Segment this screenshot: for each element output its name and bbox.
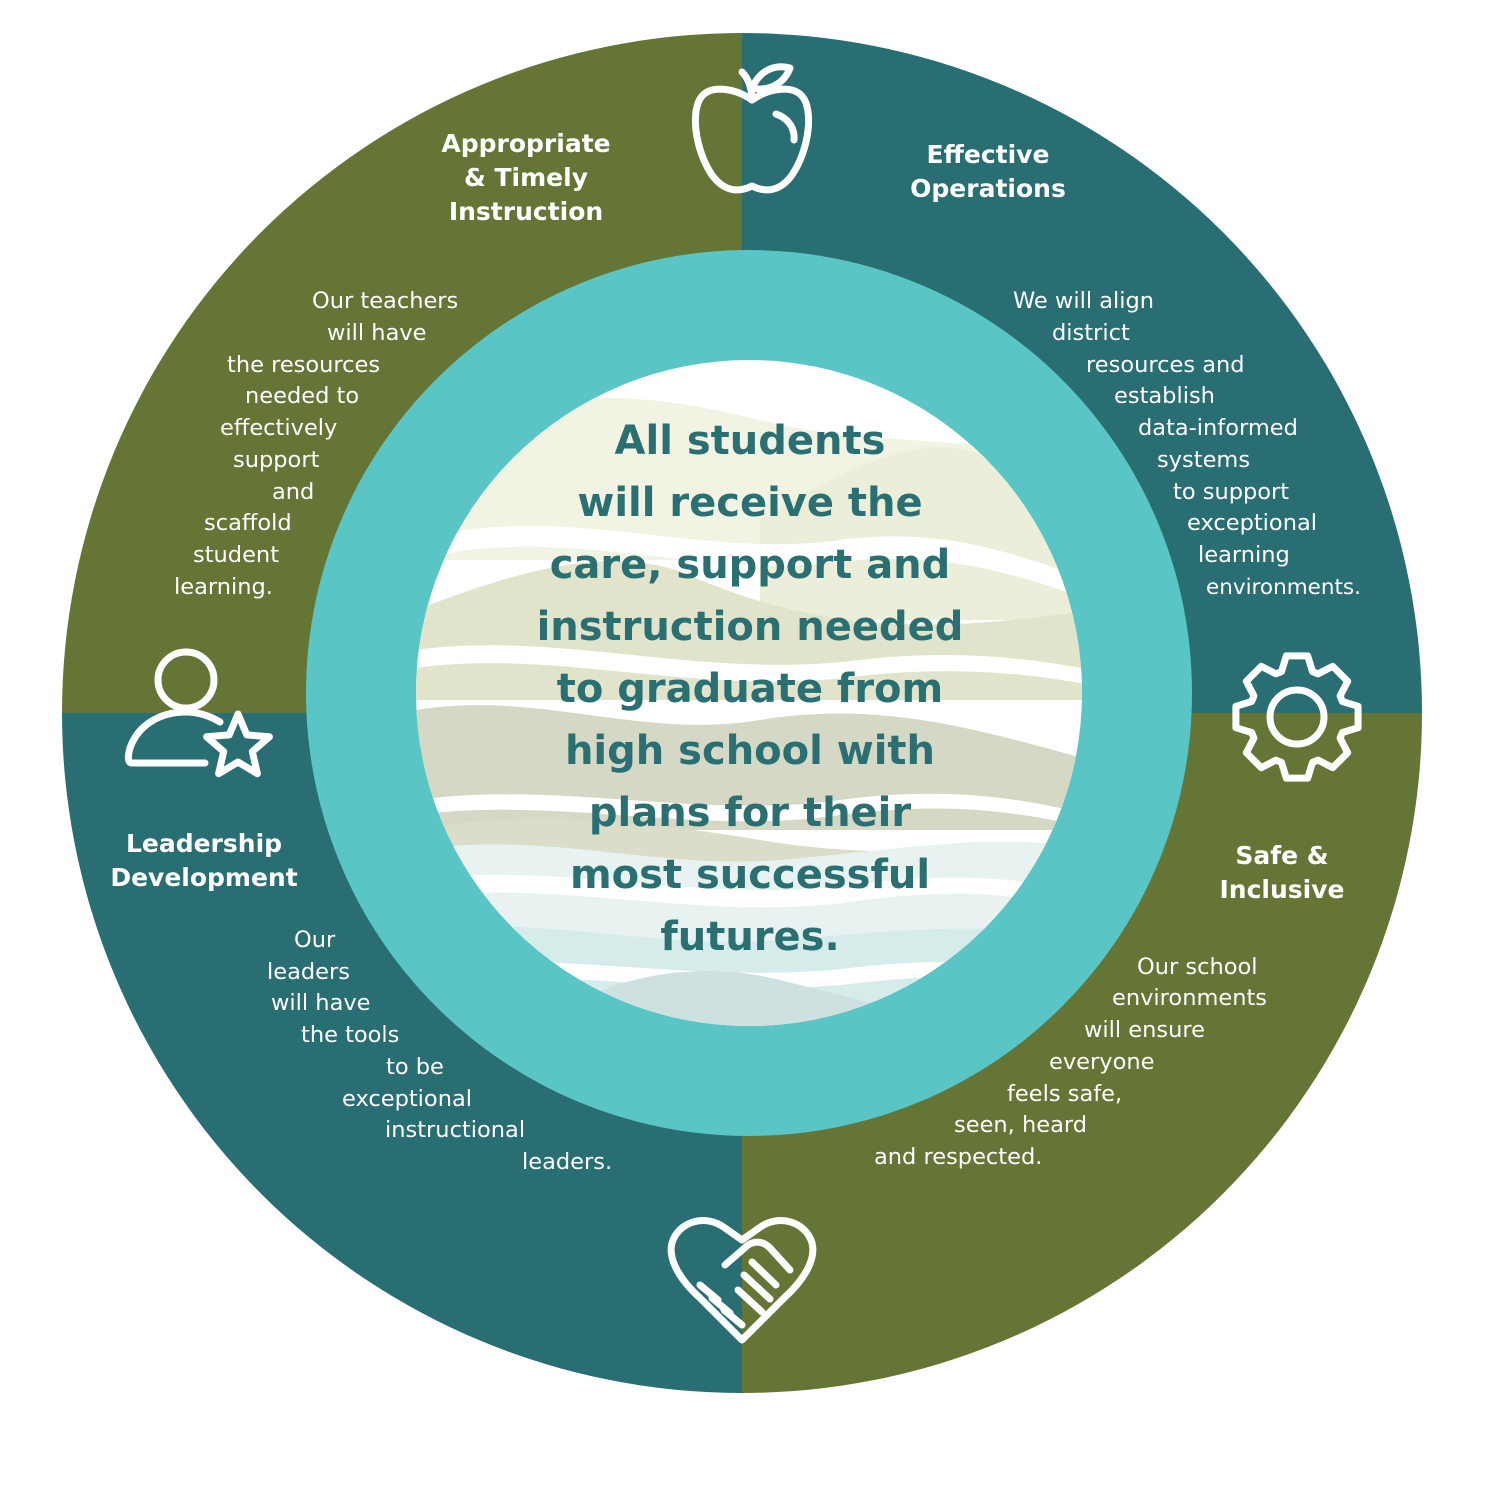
center-line: most successful bbox=[569, 852, 931, 898]
body-line: to be bbox=[386, 1054, 444, 1080]
title-leadership-development: Leadership Development bbox=[74, 827, 334, 895]
title-line: Appropriate bbox=[441, 129, 611, 158]
body-line: student bbox=[193, 542, 280, 568]
body-line: environments bbox=[1112, 985, 1268, 1011]
body-line: establish bbox=[1114, 383, 1215, 409]
body-line: support bbox=[233, 447, 320, 473]
body-line: leaders. bbox=[522, 1149, 613, 1175]
center-line: plans for their bbox=[588, 790, 912, 836]
body-line: environments. bbox=[1206, 575, 1361, 600]
body-line: We will align bbox=[1013, 288, 1155, 314]
title-line: Inclusive bbox=[1219, 875, 1345, 904]
center-line: instruction needed bbox=[536, 604, 964, 650]
center-line: care, support and bbox=[549, 542, 951, 588]
body-line: learning. bbox=[174, 574, 273, 600]
center-line: All students bbox=[614, 418, 886, 464]
title-safe-inclusive: Safe & Inclusive bbox=[1172, 839, 1392, 907]
body-line: Our teachers bbox=[312, 288, 459, 314]
body-line: systems bbox=[1157, 447, 1251, 473]
body-line: Our bbox=[294, 927, 336, 953]
body-line: instructional bbox=[385, 1117, 526, 1143]
body-line: feels safe, bbox=[1007, 1081, 1123, 1107]
body-line: exceptional bbox=[342, 1086, 473, 1112]
body-line: will have bbox=[327, 320, 427, 346]
title-effective-operations: Effective Operations bbox=[858, 138, 1118, 206]
center-line: will receive the bbox=[577, 480, 923, 526]
body-line: learning bbox=[1198, 542, 1290, 568]
center-line: high school with bbox=[564, 728, 936, 774]
handshake-heart-icon bbox=[667, 1217, 817, 1344]
apple-icon bbox=[691, 63, 813, 194]
title-line: Instruction bbox=[448, 197, 604, 226]
body-line: exceptional bbox=[1187, 510, 1318, 536]
body-line: district bbox=[1052, 320, 1130, 346]
body-line: needed to bbox=[245, 383, 360, 409]
title-line: Leadership bbox=[125, 829, 283, 858]
body-line: effectively bbox=[220, 415, 338, 441]
body-line: will ensure bbox=[1084, 1017, 1205, 1043]
title-line: Operations bbox=[910, 174, 1066, 203]
body-line: and bbox=[272, 479, 315, 505]
title-appropriate-timely-instruction: Appropriate & Timely Instruction bbox=[396, 127, 656, 229]
body-line: Our school bbox=[1137, 954, 1258, 980]
body-line: to support bbox=[1173, 479, 1290, 505]
person-star-icon bbox=[124, 648, 273, 778]
body-line: the resources bbox=[227, 352, 381, 378]
body-line: leaders bbox=[267, 959, 350, 985]
title-line: & Timely bbox=[464, 163, 588, 192]
center-line: to graduate from bbox=[556, 666, 944, 712]
body-line: will have bbox=[271, 990, 371, 1016]
body-line: the tools bbox=[301, 1022, 400, 1048]
title-line: Safe & bbox=[1235, 841, 1329, 870]
center-line: futures. bbox=[660, 914, 840, 960]
body-line: resources and bbox=[1086, 352, 1245, 378]
gear-icon bbox=[1232, 652, 1362, 782]
body-line: seen, heard bbox=[954, 1112, 1088, 1138]
title-line: Effective bbox=[926, 140, 1050, 169]
title-line: Development bbox=[110, 863, 298, 892]
body-line: and respected. bbox=[874, 1144, 1043, 1170]
body-line: data-informed bbox=[1138, 415, 1298, 441]
body-line: everyone bbox=[1049, 1049, 1155, 1075]
body-line: scaffold bbox=[204, 510, 292, 536]
